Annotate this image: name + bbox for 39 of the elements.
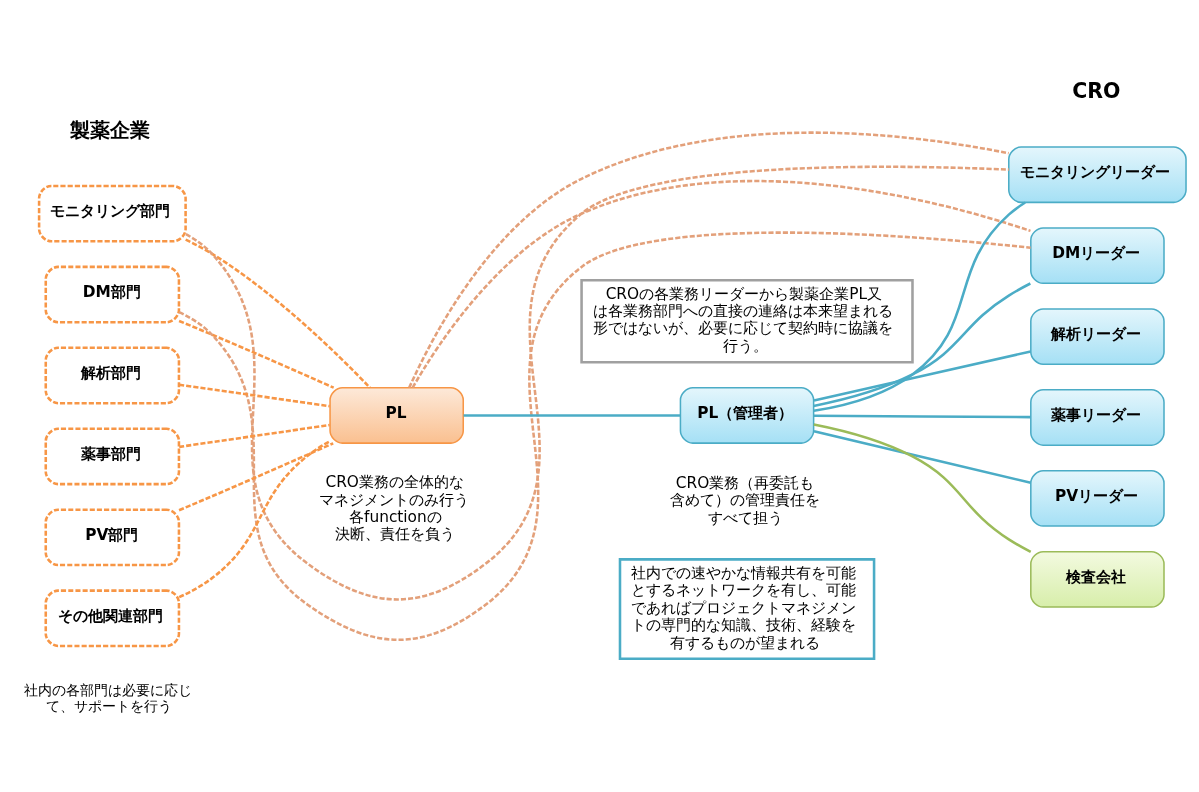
connector [813, 429, 1031, 484]
connector [179, 423, 330, 448]
connector [411, 179, 1031, 388]
node-box: 検査会社 [1030, 550, 1165, 608]
node-box: PL（管理者） [679, 386, 815, 444]
connector [813, 281, 1031, 407]
node-box: PV部門 [44, 507, 181, 566]
connector [185, 165, 1009, 600]
connector [178, 439, 331, 598]
connector [178, 230, 1031, 641]
node-label: CRO業務の全体的なマネジメントのみ行う [319, 472, 470, 509]
node-box: PL [329, 386, 464, 444]
connector [178, 319, 335, 389]
node-box: 薬事リーダー [1030, 388, 1165, 446]
node-label: CRO業務（再委託も含めて）の管理責任をすべて担う [669, 473, 820, 527]
connector [185, 238, 371, 389]
connector [463, 413, 681, 417]
connector [813, 422, 1032, 553]
connector [408, 130, 1009, 388]
node-box: 解析リーダー [1030, 307, 1165, 365]
node-box: PVリーダー [1030, 469, 1165, 527]
node-box: 薬事部門 [44, 427, 181, 485]
label: 製薬企業 [70, 117, 151, 142]
connector [179, 383, 330, 407]
connector [813, 414, 1031, 418]
connector [813, 200, 1026, 412]
node-box: モニタリング部門 [37, 184, 187, 243]
node-label: 各functionの決断、責任を負う [334, 507, 455, 543]
node-box: DMリーダー [1030, 226, 1165, 284]
node-box: その他関連部門 [44, 588, 181, 647]
connector [813, 349, 1031, 402]
node-box: モニタリングリーダー [1008, 145, 1187, 203]
node-box: 社内での速やかな情報共有を可能とするネットワークを有し、可能であればプロジェクトマネジメントの専門的な知識、技術、経験を有するものが望まれる [618, 557, 876, 660]
node-box: CROの各業務リーダーから製薬企業PL又は各業務部門への直接の連絡は本来望まれる形ではないが、必要に応じて契約時に協議を行う。 [580, 278, 914, 363]
label: CRO [1072, 78, 1121, 103]
node-box: DM部門 [44, 265, 181, 323]
connector [178, 441, 334, 511]
node-box: 解析部門 [44, 346, 181, 404]
label: 社内の各部門は必要に応じて、サポートを行う [24, 681, 193, 714]
